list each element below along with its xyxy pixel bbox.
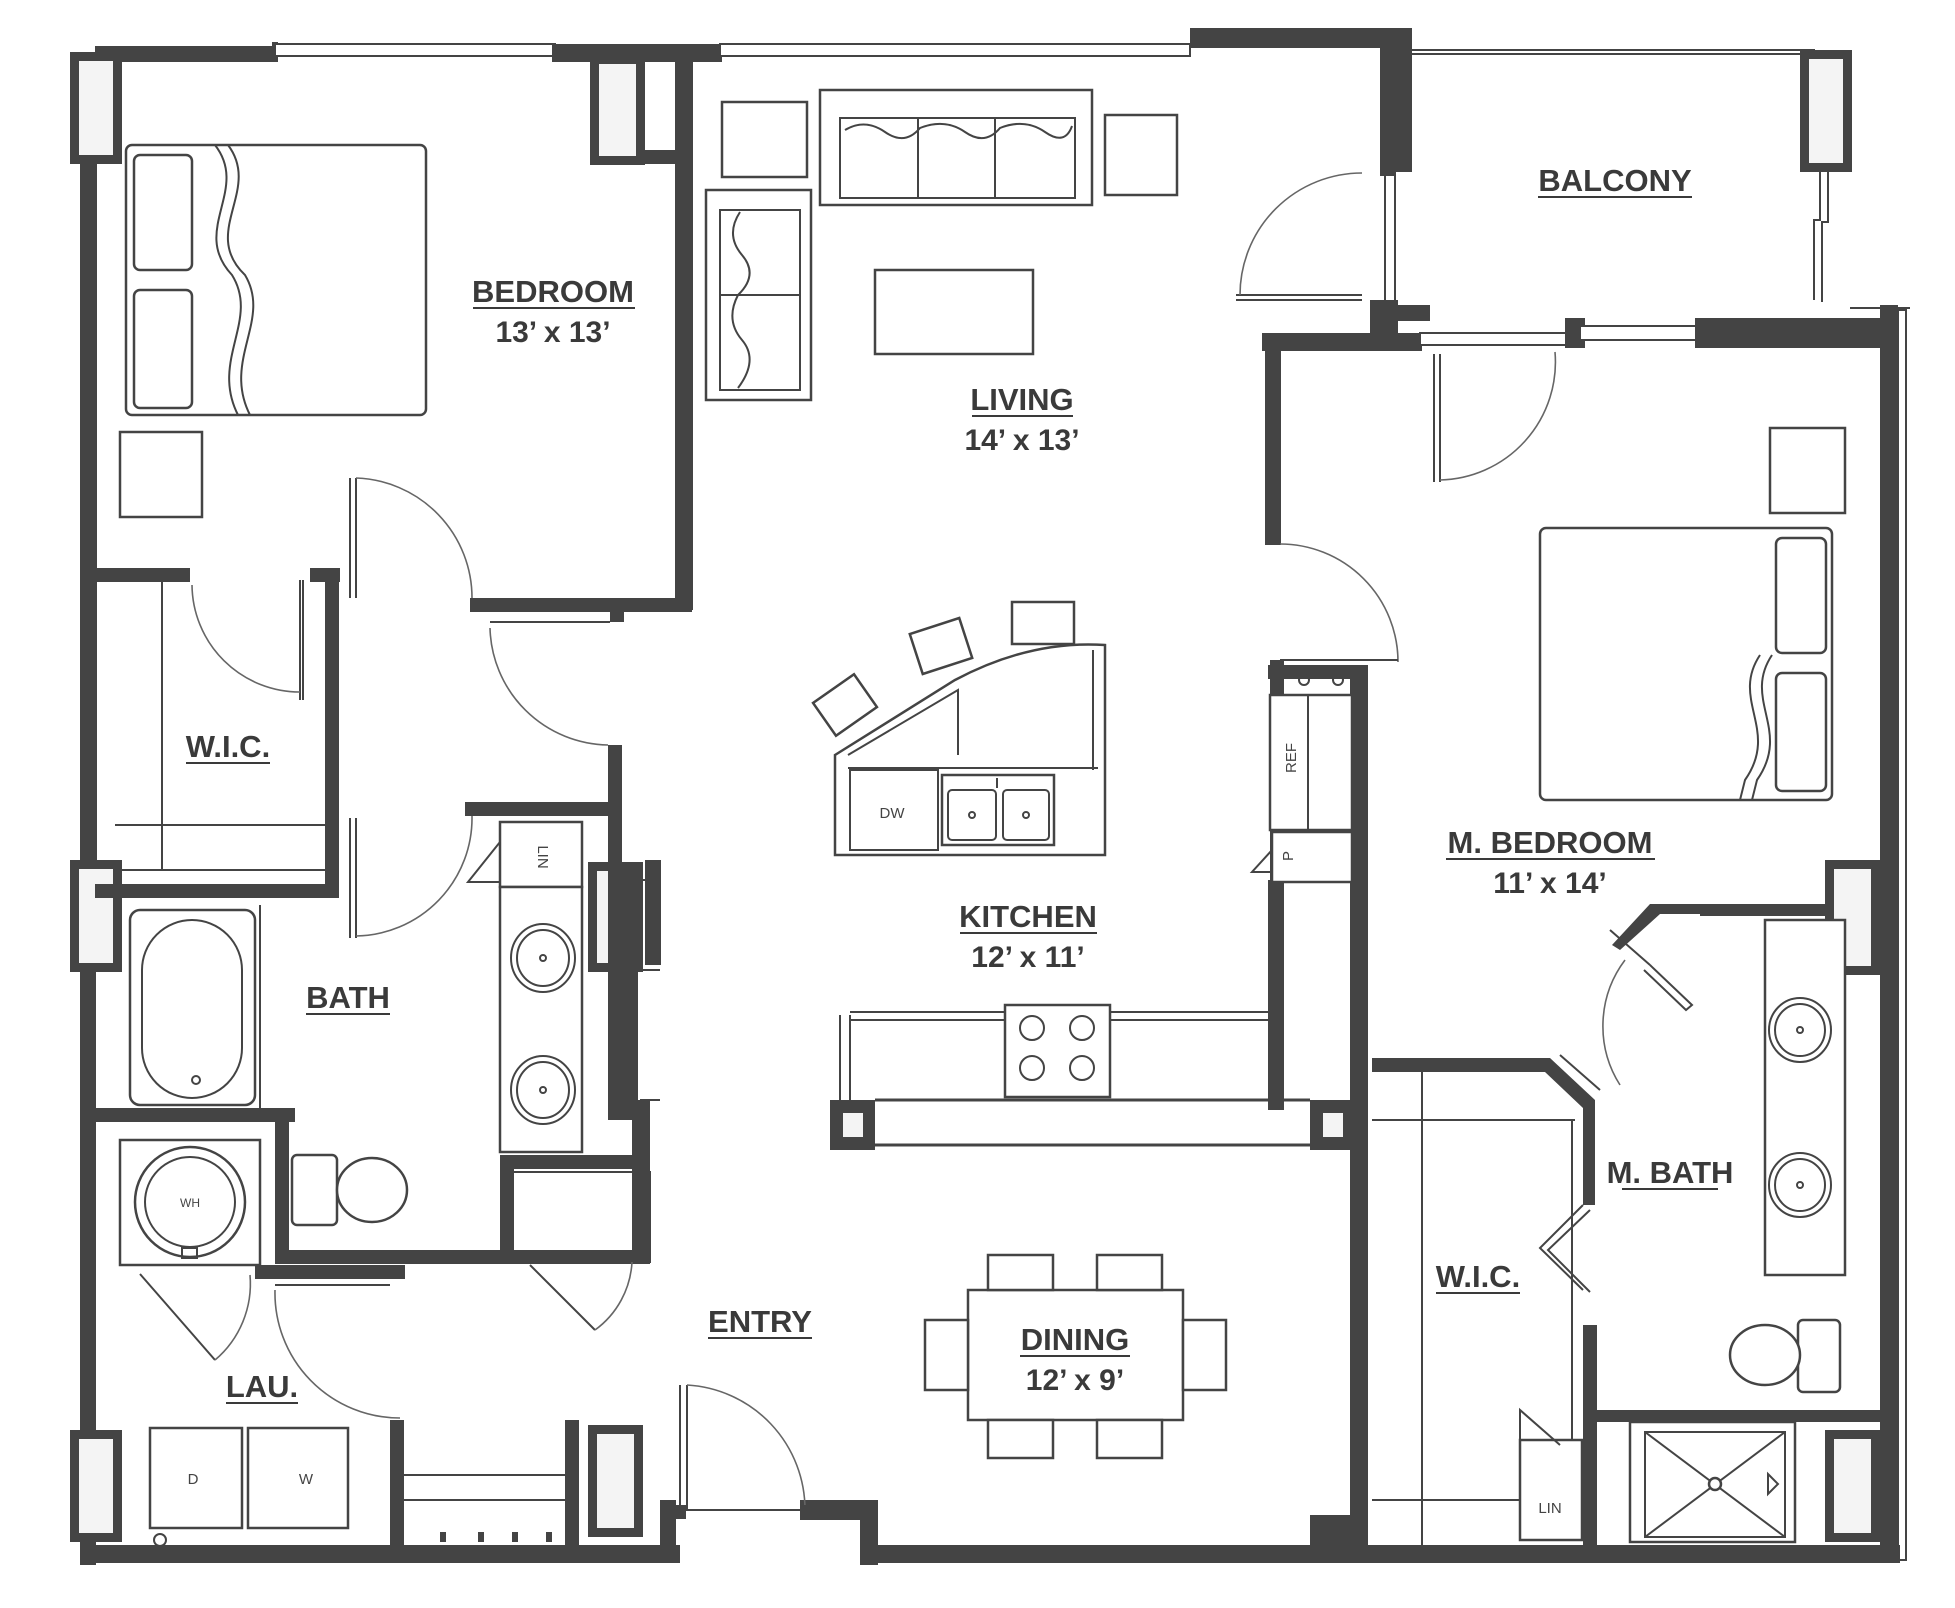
- label-water-heater: WH: [180, 1196, 200, 1210]
- bath-vanity: [498, 885, 584, 1154]
- bathtub: [128, 908, 257, 1107]
- nightstand-bedroom: [118, 430, 204, 519]
- pantry: [1270, 830, 1354, 884]
- fixture-labels: DW REF P LIN LIN WH D W: [180, 743, 1562, 1517]
- label-wic-1: W.I.C.: [186, 729, 270, 764]
- linen-closet-master: [1518, 1438, 1584, 1542]
- window-balcony: [1419, 332, 1571, 346]
- label-laundry: LAU.: [226, 1369, 298, 1404]
- nightstand-master: [1768, 426, 1847, 515]
- label-dining: DINING: [1021, 1322, 1130, 1357]
- dims-living: 14’ x 13’: [964, 424, 1079, 457]
- room-labels: BEDROOM 13’ x 13’ LIVING 14’ x 13’ BALCO…: [186, 163, 1734, 1404]
- bed-master: [1538, 526, 1834, 802]
- label-linen-bath: LIN: [534, 845, 551, 868]
- bed-bedroom: [124, 143, 428, 417]
- label-balcony: BALCONY: [1538, 163, 1692, 198]
- dims-kitchen: 12’ x 11’: [971, 941, 1084, 974]
- label-master-bath: M. BATH: [1607, 1155, 1734, 1190]
- window-top-living: [719, 43, 1191, 57]
- dishwasher: [849, 769, 939, 851]
- doors: [139, 172, 1694, 1519]
- interior-walls: [95, 60, 1885, 1560]
- label-linen-master: LIN: [1538, 1500, 1561, 1517]
- columns: [70, 50, 1880, 1542]
- refrigerator: [1268, 693, 1354, 832]
- label-dishwasher: DW: [880, 805, 906, 822]
- label-refrigerator: REF: [1283, 743, 1300, 773]
- dining-chairs: [923, 1253, 1228, 1460]
- linen-closet-bath: [498, 820, 584, 889]
- label-washer: W: [299, 1471, 314, 1488]
- armchair-left: [720, 100, 809, 179]
- armchair-right: [1103, 113, 1179, 197]
- toilet-bath: [290, 1153, 339, 1227]
- dims-master-bedroom: 11’ x 14’: [1493, 867, 1606, 900]
- bar-stools: [811, 600, 1076, 738]
- window-top-left: [274, 43, 556, 57]
- coffee-table: [873, 268, 1035, 356]
- label-kitchen: KITCHEN: [959, 899, 1097, 934]
- dims-bedroom: 13’ x 13’: [495, 316, 610, 349]
- label-pantry: P: [1280, 851, 1297, 861]
- dims-dining: 12’ x 9’: [1026, 1364, 1124, 1397]
- toilet-master: [1796, 1318, 1842, 1394]
- label-bath: BATH: [306, 980, 390, 1015]
- label-dryer: D: [188, 1471, 199, 1488]
- washer: [246, 1426, 350, 1530]
- master-bath-vanity: [1763, 918, 1847, 1277]
- dryer: [148, 1426, 244, 1530]
- cooktop: [1003, 1003, 1112, 1099]
- label-wic-2: W.I.C.: [1436, 1259, 1520, 1294]
- window-master: [1579, 325, 1699, 341]
- label-master-bedroom: M. BEDROOM: [1448, 825, 1653, 860]
- label-entry: ENTRY: [708, 1304, 812, 1339]
- coat-hooks: [440, 1532, 552, 1542]
- label-bedroom: BEDROOM: [472, 274, 634, 309]
- label-living: LIVING: [970, 382, 1073, 417]
- sofa: [818, 88, 1094, 207]
- furniture: [118, 88, 1847, 1547]
